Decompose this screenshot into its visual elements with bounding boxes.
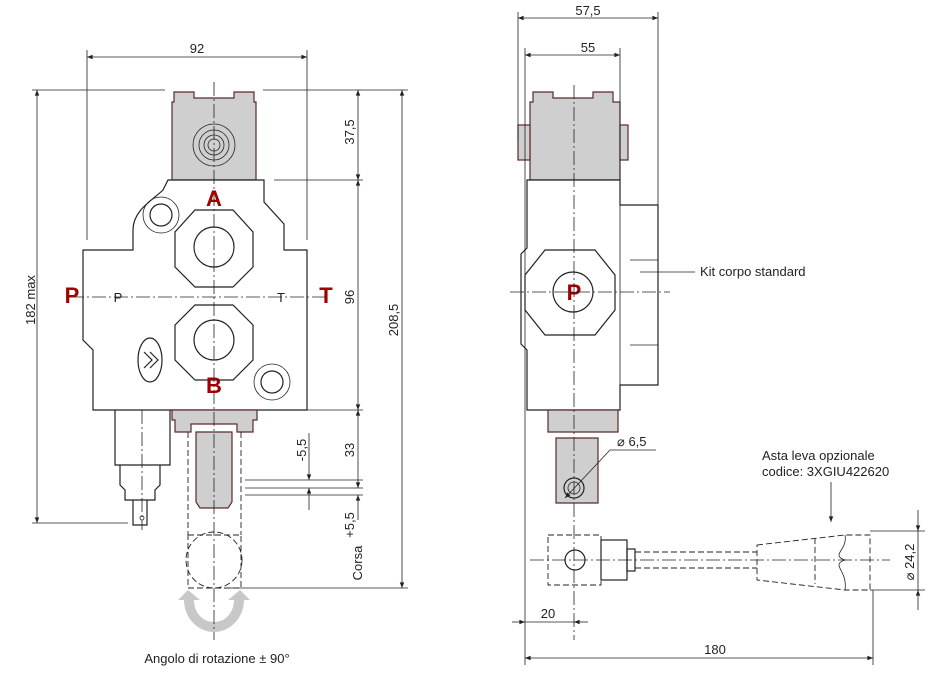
- side-view: P 57,5 55 20 180 ⌀ 24,2 ⌀ 6,5 Kit corpo …: [510, 3, 925, 665]
- port-t-label: T: [319, 283, 333, 308]
- port-a-label: A: [206, 186, 222, 211]
- dim-height-max: 182 max: [23, 275, 38, 325]
- side-spool: [555, 437, 599, 504]
- logo-icon: [137, 337, 163, 383]
- dim-length: 180: [704, 642, 726, 657]
- lever-label-2: codice: 3XGIU422620: [762, 464, 889, 479]
- dim-inner: 55: [581, 40, 595, 55]
- dim-outer: 57,5: [575, 3, 600, 18]
- lever-label-1: Asta leva opzionale: [762, 448, 875, 463]
- rotation-arrow-icon: [178, 590, 250, 632]
- front-view: A B P T P T 92 182 max 37,5 96 33 -5,5 +…: [23, 41, 408, 666]
- lever-handle: [756, 534, 871, 591]
- dim-total: 208,5: [386, 304, 401, 337]
- dim-offset: 20: [541, 606, 555, 621]
- dim-top: 37,5: [342, 119, 357, 144]
- port-b-label: B: [206, 373, 222, 398]
- kit-label: Kit corpo standard: [700, 264, 806, 279]
- side-body: [520, 179, 659, 411]
- dim-grip: ⌀ 24,2: [902, 544, 917, 581]
- port-p-label: P: [65, 283, 80, 308]
- port-p-small: P: [114, 290, 123, 305]
- dim-width: 92: [190, 41, 204, 56]
- dim-body: 96: [342, 290, 357, 304]
- dim-hole: ⌀ 6,5: [617, 434, 647, 449]
- port-t-small: T: [277, 290, 285, 305]
- dim-stroke-label: Corsa: [350, 545, 365, 580]
- side-top-cap: [529, 91, 621, 181]
- rotation-label: Angolo di rotazione ± 90°: [144, 651, 289, 666]
- dim-minus: -5,5: [294, 439, 309, 461]
- dim-spool: 33: [342, 443, 357, 457]
- dim-plus: +5,5: [342, 512, 357, 538]
